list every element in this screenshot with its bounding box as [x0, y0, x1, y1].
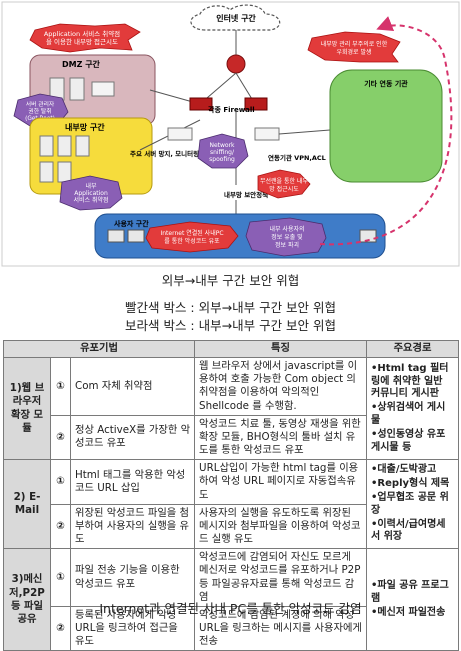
svg-text:Internet 연결된 사내PC: Internet 연결된 사내PC [160, 229, 223, 237]
core-network: 각종 Firewall 주요 서버 망지, 모니터링 연동기관 VPN,ACL … [130, 30, 331, 216]
switch-icon [254, 127, 280, 141]
vpn-label: 연동기관 VPN,ACL [268, 153, 326, 162]
bypass-arrow [319, 16, 453, 246]
sniffing-callout: Network sniffing/ spoofing [197, 133, 249, 169]
table-row: 2) E-Mail ① Html 태그를 악용한 악성코드 URL 삽입 URL… [3, 459, 460, 550]
internal-server-icon [57, 161, 72, 183]
svg-text:내부 사용자의: 내부 사용자의 [269, 225, 304, 233]
feature-cell: URL삽입이 가능한 html tag를 이용하여 악성 URL 페이지로 자동… [194, 459, 368, 505]
network-security-diagram: 인터넷 구간 DMZ 구간 Application 서비스 취약점 을 이용한 … [1, 1, 460, 267]
internal-server-icon [75, 135, 90, 157]
svg-text:무선랜을 통한 내부: 무선랜을 통한 내부 [260, 177, 308, 185]
method-cell: 정상 ActiveX를 가장한 악성코드 유포 [69, 414, 196, 461]
svg-text:Application 서비스 취약점: Application 서비스 취약점 [44, 29, 120, 38]
internal-app-callout: 내부 Application 서비스 취약점 [59, 175, 123, 211]
dmz-switch-icon [91, 81, 115, 97]
method-cell: 위장된 악성코드 파일을 첨부하여 사용자의 실행을 유도 [69, 503, 196, 550]
internal-security-label: 내부망 보안정책 [224, 190, 268, 199]
feature-cell: 악성코드 치료 툴, 동영상 재생을 위한 확장 모듈, BHO형식의 툴바 설… [194, 414, 368, 461]
feature-cell: 악성코드에 감염되어 자신도 모르게 메신저로 악성코드를 유포하거나 P2P등… [194, 548, 368, 607]
table-header-row: 유포기법 특징 주요경로 [2, 340, 460, 358]
partner-zone-label: 기타 연동 기관 [364, 79, 408, 88]
row-number: ① [50, 357, 71, 416]
internet-cloud: 인터넷 구간 [190, 4, 281, 31]
router-icon [226, 54, 246, 74]
svg-text:내부: 내부 [85, 182, 97, 190]
svg-text:sniffing/: sniffing/ [210, 149, 235, 156]
table-row: 1)웹 브라우저 확장 모듈 ① Com 자체 취약점 웹 브라우저 상에서 j… [3, 356, 460, 461]
pc-icon [359, 229, 377, 243]
svg-text:를 통한 악성코드 유포: 를 통한 악성코드 유포 [164, 237, 220, 245]
svg-text:을 이용한 내부망 접근시도: 을 이용한 내부망 접근시도 [46, 37, 118, 46]
switch-icon [167, 127, 193, 141]
insider-leak-callout: 내부 사용자의 정보 유출 및 정보 파괴 [245, 217, 327, 257]
dmz-server-icon [69, 77, 85, 101]
svg-text:내부망 관리 부주의로 인한: 내부망 관리 부주의로 인한 [321, 40, 388, 48]
feature-cell: 사용자의 실행을 유도하도록 위장된 메시지와 첨부파일을 이용하여 악성코드 … [194, 503, 368, 550]
internal-zone-label: 내부망 구간 [65, 122, 105, 132]
svg-text:정보 유출 및: 정보 유출 및 [271, 233, 303, 241]
figure-caption-2: Internet과 연결된 사내 PC를 통한 악성코드 감염 [99, 601, 362, 616]
legend-red: 빨간색 박스 : 외부→내부 구간 보안 위협 [124, 300, 337, 315]
svg-text:서비스 취약점: 서비스 취약점 [73, 196, 108, 204]
table-row: ② 정상 ActiveX를 가장한 악성코드 유포 악성코드 치료 툴, 동영상… [4, 414, 459, 461]
pc-malware-callout: Internet 연결된 사내PC 를 통한 악성코드 유포 [145, 221, 239, 253]
svg-text:spoofing: spoofing [209, 156, 235, 163]
group-label: 1)웹 브라우저 확장 모듈 [3, 356, 51, 461]
table-row: ② 위장된 악성코드 파일을 첨부하여 사용자의 실행을 유도 사용자의 실행을… [4, 503, 459, 550]
svg-text:우회경로 발생: 우회경로 발생 [336, 48, 371, 56]
main-server-label: 주요 서버 망지, 모니터링 [130, 149, 199, 158]
user-zone-label: 사용자 구간 [114, 219, 149, 228]
row-number: ② [50, 503, 71, 550]
pc-icon [107, 229, 125, 243]
wireless-callout: 무선랜을 통한 내부 망 접근시도 [257, 169, 311, 199]
internal-zone: 내부망 구간 [29, 117, 153, 195]
method-cell: Html 태그를 악용한 악성코드 URL 삽입 [69, 459, 196, 505]
svg-text:서버 관리자: 서버 관리자 [26, 100, 55, 108]
partner-zone: 기타 연동 기관 [329, 69, 443, 183]
dmz-zone-label: DMZ 구간 [62, 59, 101, 69]
legend-purple: 보라색 박스 : 내부→내부 구간 보안 위협 [124, 318, 337, 333]
firewall-icon [189, 97, 213, 111]
figure-caption-1: 외부→내부 구간 보안 위협 [161, 273, 300, 288]
route-cell: •Html tag 필터링에 취약한 일반 커뮤니티 게시판 •상위검색어 게시… [366, 356, 460, 461]
col-header-feature: 특징 [194, 340, 368, 358]
firewall-label: 각종 Firewall [208, 105, 255, 114]
group-label: 2) E-Mail [3, 459, 51, 550]
internal-server-icon [57, 135, 72, 157]
pc-icon [127, 229, 145, 243]
feature-cell: 웹 브라우저 상에서 javascript를 이용하여 호출 가능한 Com o… [194, 357, 368, 416]
internal-server-icon [39, 135, 54, 157]
col-header-route: 주요경로 [366, 340, 460, 358]
firewall-icon [244, 97, 268, 111]
svg-text:권한 탈취: 권한 탈취 [28, 107, 51, 115]
col-header-method: 유포기법 [2, 340, 196, 358]
internal-server-icon [39, 161, 54, 183]
method-cell: Com 자체 취약점 [69, 357, 196, 416]
svg-text:정보 파괴: 정보 파괴 [275, 241, 299, 249]
row-number: ② [50, 414, 71, 461]
route-cell: •대출/도박광고 •Reply형식 제목 •업무협조 공문 위장 •이력서/급여… [366, 459, 460, 550]
svg-text:망 접근시도: 망 접근시도 [269, 185, 299, 193]
dmz-attack-callout: Application 서비스 취약점 을 이용한 내부망 접근시도 [29, 23, 141, 53]
svg-text:Network: Network [209, 142, 235, 149]
row-number: ① [50, 459, 71, 505]
svg-text:Application: Application [74, 190, 108, 197]
method-cell: 파일 전송 기능을 이용한 악성코드 유포 [69, 548, 196, 607]
user-zone: 사용자 구간 [94, 213, 386, 259]
partner-bypass-callout: 내부망 관리 부주의로 인한 우회경로 발생 [307, 31, 401, 63]
internet-label: 인터넷 구간 [216, 13, 256, 23]
